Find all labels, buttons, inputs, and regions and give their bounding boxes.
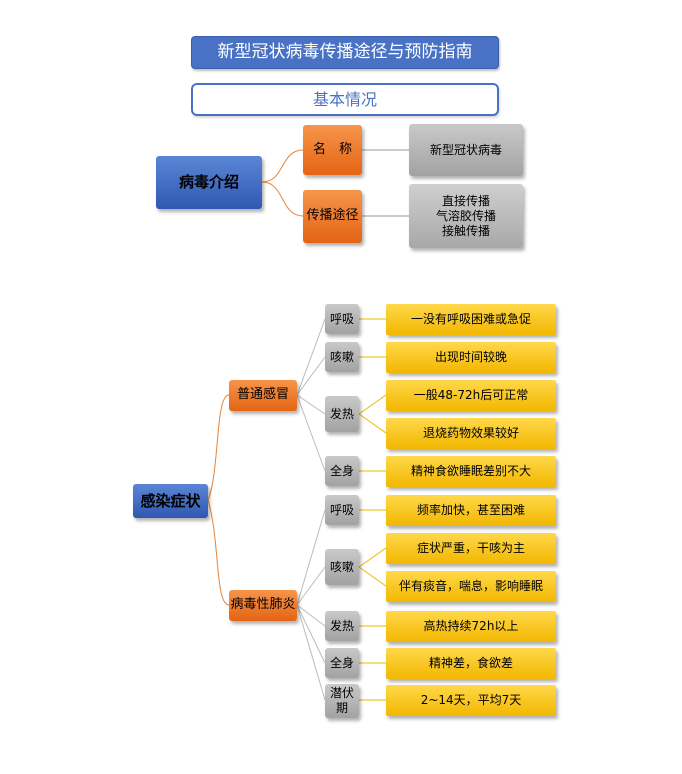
pneumonia-body-node: 全身 [325, 648, 359, 678]
name-node: 名 称 [303, 125, 362, 175]
pneumonia-incubation-desc: 2~14天，平均7天 [386, 685, 556, 716]
common-breath-desc: 一没有呼吸困难或急促 [386, 304, 556, 335]
pneumonia-cough-desc-1: 症状严重，干咳为主 [386, 533, 556, 564]
common-cold-node: 普通感冒 [229, 380, 297, 411]
common-fever-desc-1: 一般48-72h后可正常 [386, 380, 556, 411]
common-body-node: 全身 [325, 456, 359, 486]
transmission-routes-node: 直接传播 气溶胶传播 接触传播 [409, 184, 523, 248]
pneumonia-breath-node: 呼吸 [325, 495, 359, 525]
page-title: 新型冠状病毒传播途径与预防指南 [191, 36, 499, 69]
pneumonia-fever-desc: 高热持续72h以上 [386, 611, 556, 642]
common-breath-node: 呼吸 [325, 304, 359, 334]
common-fever-node: 发热 [325, 396, 359, 432]
pneumonia-incubation-node: 潜伏期 [325, 684, 359, 718]
section-title: 基本情况 [191, 83, 499, 116]
pneumonia-fever-node: 发热 [325, 611, 359, 641]
pneumonia-breath-desc: 频率加快，甚至困难 [386, 495, 556, 526]
pneumonia-cough-node: 咳嗽 [325, 549, 359, 585]
transmission-node: 传播途径 [303, 190, 362, 243]
route-item: 气溶胶传播 [435, 208, 496, 223]
route-item: 接触传播 [441, 223, 490, 238]
name-value-node: 新型冠状病毒 [409, 124, 523, 176]
common-body-desc: 精神食欲睡眠差别不大 [386, 456, 556, 487]
common-cough-desc: 出现时间较晚 [386, 342, 556, 373]
symptoms-root-node: 感染症状 [133, 484, 208, 518]
common-fever-desc-2: 退烧药物效果较好 [386, 418, 556, 449]
common-cough-node: 咳嗽 [325, 342, 359, 372]
virus-intro-node: 病毒介绍 [156, 156, 262, 209]
route-item: 直接传播 [441, 193, 490, 208]
pneumonia-body-desc: 精神差，食欲差 [386, 648, 556, 679]
pneumonia-cough-desc-2: 伴有痰音，喘息，影响睡眠 [386, 571, 556, 602]
viral-pneumonia-node: 病毒性肺炎 [229, 590, 297, 621]
